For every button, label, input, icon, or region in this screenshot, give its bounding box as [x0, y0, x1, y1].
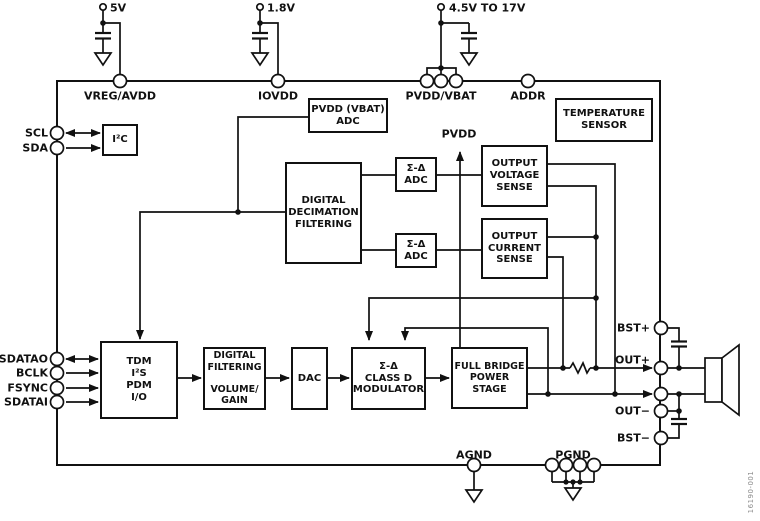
- supply-1v8-network: [250, 2, 279, 75]
- supply-terminal: [436, 2, 446, 12]
- pin-label-out-minus: OUT−: [614, 404, 650, 418]
- pin-label-scl: SCL: [24, 126, 48, 140]
- speaker-icon: [704, 357, 723, 403]
- pin-bst-minus: [653, 430, 669, 446]
- pin-label-iovdd: IOVDD: [258, 89, 298, 103]
- pin-pvdd-2: [433, 73, 449, 89]
- pin-fsync: [49, 380, 65, 396]
- external-output-network: [667, 327, 740, 439]
- sense-resistor: [569, 360, 591, 375]
- block-dac: DAC: [291, 347, 328, 410]
- figure-number-watermark: 16190-001: [747, 470, 755, 514]
- pin-out-plus: [653, 360, 669, 376]
- junction-dot: [612, 391, 618, 397]
- output-wiring: [528, 360, 653, 398]
- pin-sda: [49, 140, 65, 156]
- pin-pgnd-4: [586, 457, 602, 473]
- supply-pvdd-network: [426, 2, 479, 75]
- pin-addr: [520, 73, 536, 89]
- pin-agnd: [466, 457, 482, 473]
- pgnd-ground-symbol: [563, 487, 583, 502]
- pin-label-sdatao: SDATAO: [0, 352, 48, 366]
- pin-bclk: [49, 365, 65, 381]
- pin-pvdd-1: [419, 73, 435, 89]
- junction-dot: [676, 391, 682, 397]
- block-i2c: I²C: [102, 124, 138, 156]
- net-label-pvdd: PVDD: [441, 127, 477, 141]
- block-output-current-sense: OUTPUT CURRENT SENSE: [481, 218, 548, 279]
- junction-dot: [577, 479, 583, 485]
- pin-label-sda: SDA: [22, 141, 48, 155]
- junction-dot: [593, 234, 599, 240]
- pin-label-sdatai: SDATAI: [4, 395, 48, 409]
- block-pvdd-adc: PVDD (VBAT) ADC: [308, 98, 388, 133]
- junction-dot: [570, 479, 576, 485]
- pin-out-mid: [653, 386, 669, 402]
- internal-wiring: [136, 116, 616, 394]
- feedback-wire-2: [401, 327, 549, 394]
- pin-label-out-plus: OUT+: [614, 353, 650, 367]
- pin-out-minus: [653, 403, 669, 419]
- junction-dot: [676, 365, 682, 371]
- block-tdm-serial-port: TDM I²S PDM I/O: [100, 341, 178, 419]
- junction-dot: [438, 65, 444, 71]
- pin-label-bst-minus: BST−: [616, 431, 650, 445]
- junction-dot: [235, 209, 241, 215]
- junction-dot: [257, 20, 263, 26]
- pin-pgnd-2: [558, 457, 574, 473]
- ground-wiring: [464, 471, 595, 504]
- pin-vreg-avdd: [112, 73, 128, 89]
- block-full-bridge-power-stage: FULL BRIDGE POWER STAGE: [451, 347, 528, 409]
- pin-label-addr: ADDR: [510, 89, 546, 103]
- junction-dot: [593, 295, 599, 301]
- pin-label-agnd: AGND: [456, 448, 492, 462]
- block-digital-filtering: DIGITAL FILTERING VOLUME/ GAIN: [203, 347, 266, 410]
- supply-4v5-17v-label: 4.5V TO 17V: [449, 1, 526, 15]
- pin-label-pgnd: PGND: [555, 448, 591, 462]
- feedback-wire-1: [365, 297, 597, 341]
- ground-symbol: [250, 52, 270, 67]
- pin-label-bst-plus: BST+: [616, 321, 650, 335]
- block-class-d-modulator: Σ-Δ CLASS D MODULATOR: [351, 347, 426, 410]
- junction-dot: [563, 479, 569, 485]
- chip-boundary: [56, 80, 661, 466]
- junction-dot: [438, 20, 444, 26]
- junction-dot: [545, 391, 551, 397]
- pin-scl: [49, 125, 65, 141]
- supply-5v-label: 5V: [110, 1, 127, 15]
- supply-5v-network: [93, 2, 121, 75]
- pin-terminals: [49, 73, 669, 473]
- speaker-cone: [721, 343, 740, 417]
- pin-sdatai: [49, 394, 65, 410]
- junction-dot: [560, 365, 566, 371]
- block-temperature-sensor: TEMPERATURE SENSOR: [555, 98, 653, 142]
- block-sigma-delta-adc-voltage: Σ-Δ ADC: [395, 157, 437, 192]
- pin-label-vreg-avdd: VREG/AVDD: [83, 89, 157, 103]
- supply-terminal: [98, 2, 108, 12]
- ground-symbol: [459, 52, 479, 67]
- junction-dot: [100, 20, 106, 26]
- block-sigma-delta-adc-current: Σ-Δ ADC: [395, 233, 437, 268]
- agnd-ground-symbol: [464, 489, 484, 504]
- supply-1v8-label: 1.8V: [267, 1, 295, 15]
- pin-pgnd-3: [572, 457, 588, 473]
- junction-dot: [593, 365, 599, 371]
- pin-bst-plus: [653, 320, 669, 336]
- pin-iovdd: [270, 73, 286, 89]
- pin-pgnd-1: [544, 457, 560, 473]
- pin-label-bclk: BCLK: [16, 366, 48, 380]
- ground-symbol: [93, 52, 113, 67]
- pin-sdatao: [49, 351, 65, 367]
- i2c-pin-arrows: [65, 129, 101, 152]
- pin-label-pvdd-vbat: PVDD/VBAT: [405, 89, 477, 103]
- block-output-voltage-sense: OUTPUT VOLTAGE SENSE: [481, 145, 548, 207]
- supply-terminal: [255, 2, 265, 12]
- junction-dot: [676, 408, 682, 414]
- pin-pvdd-3: [448, 73, 464, 89]
- block-decimation-filtering: DIGITAL DECIMATION FILTERING: [285, 162, 362, 264]
- pin-label-fsync: FSYNC: [7, 381, 48, 395]
- serial-pin-arrows: [65, 355, 99, 406]
